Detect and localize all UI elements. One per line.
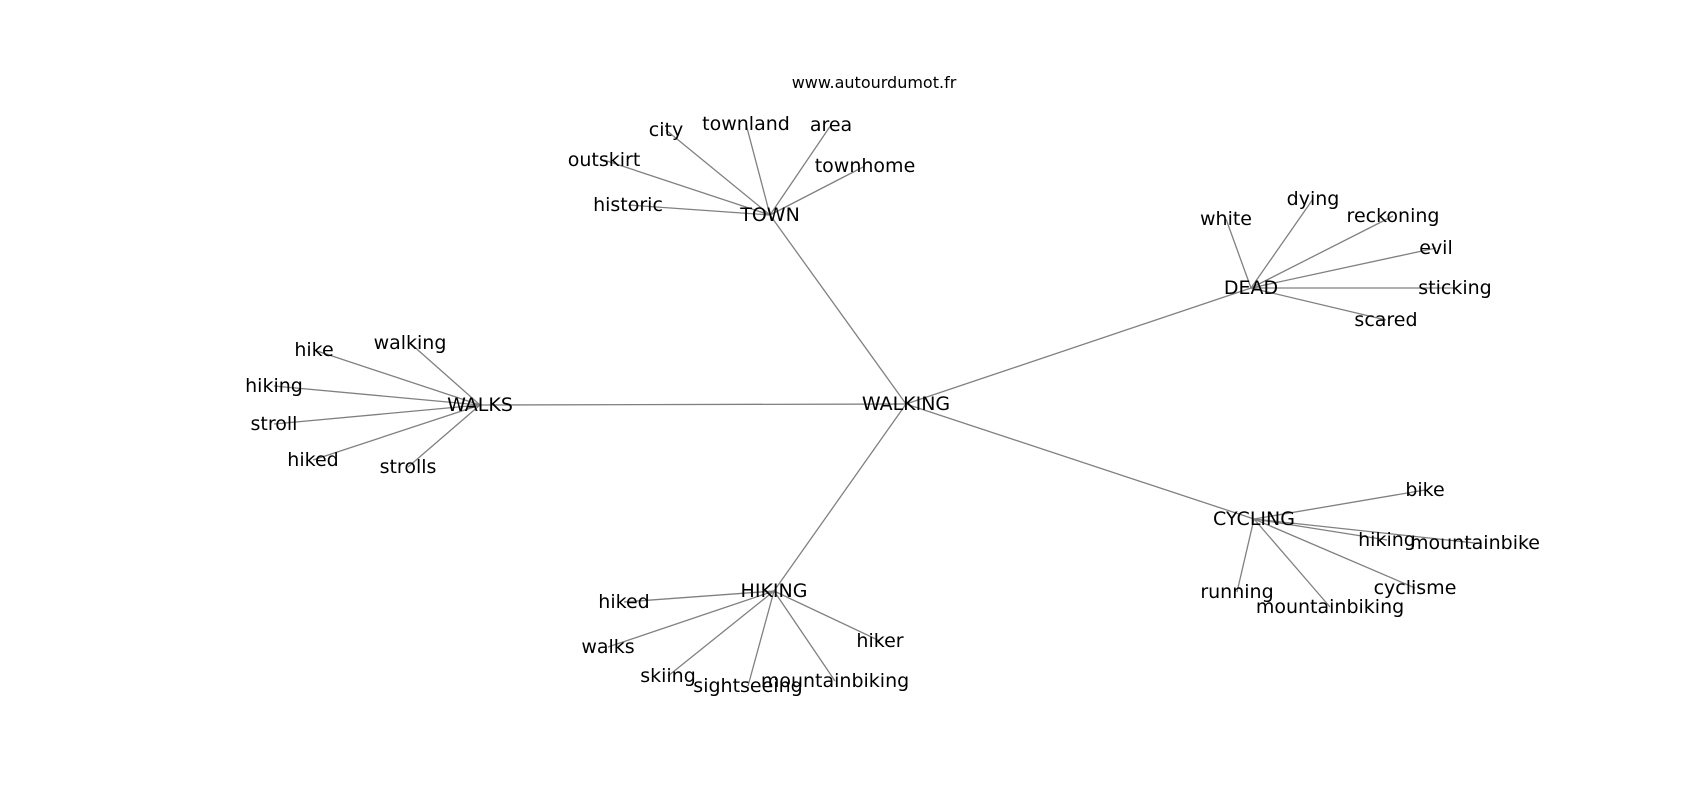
edge-walks-3 xyxy=(273,404,481,425)
edge-center-cycling xyxy=(905,403,1255,520)
word-node[interactable]: dying xyxy=(1287,188,1340,210)
edge-hiking-1 xyxy=(607,590,775,648)
edge-center-dead xyxy=(905,287,1252,405)
word-node[interactable]: cyclisme xyxy=(1374,577,1457,599)
edge-walks-0 xyxy=(313,349,481,406)
edge-dead-2 xyxy=(1250,215,1394,289)
hub-node-dead[interactable]: DEAD xyxy=(1224,277,1278,299)
edge-cycling-5 xyxy=(1236,518,1255,593)
edge-hiking-2 xyxy=(667,590,775,677)
word-node[interactable]: city xyxy=(649,119,683,141)
word-node[interactable]: sticking xyxy=(1418,277,1491,299)
edge-town-3 xyxy=(745,123,771,216)
word-node[interactable]: hiked xyxy=(287,449,338,471)
word-node[interactable]: historic xyxy=(593,194,663,216)
edge-cycling-3 xyxy=(1253,518,1416,589)
edge-center-walks xyxy=(479,403,907,406)
edges-layer xyxy=(273,123,1476,687)
word-node[interactable]: skiing xyxy=(640,665,696,687)
site-watermark: www.autourdumot.fr xyxy=(792,73,957,92)
word-node[interactable]: hiked xyxy=(598,591,649,613)
word-node[interactable]: area xyxy=(810,114,852,136)
word-node[interactable]: white xyxy=(1200,208,1252,230)
word-node[interactable]: sightseeing xyxy=(693,675,802,697)
word-node[interactable]: mountainbiking xyxy=(761,670,909,692)
word-node[interactable]: evil xyxy=(1419,237,1453,259)
edge-cycling-2 xyxy=(1253,518,1476,544)
edge-walks-5 xyxy=(407,404,481,468)
edge-dead-0 xyxy=(1225,218,1252,289)
edge-dead-3 xyxy=(1250,247,1437,289)
word-node[interactable]: scared xyxy=(1354,309,1417,331)
edge-walks-2 xyxy=(273,385,481,406)
word-node[interactable]: townland xyxy=(702,113,790,135)
word-node[interactable]: reckoning xyxy=(1347,205,1440,227)
edge-dead-1 xyxy=(1250,198,1314,289)
edge-hiking-3 xyxy=(747,590,775,687)
hub-node-cycling[interactable]: CYCLING xyxy=(1213,508,1295,530)
edge-center-town xyxy=(769,214,907,405)
edge-walks-1 xyxy=(409,342,481,406)
edge-town-1 xyxy=(603,159,771,216)
word-node[interactable]: walks xyxy=(581,636,634,658)
word-node[interactable]: walking xyxy=(374,332,447,354)
edge-walks-4 xyxy=(312,404,481,461)
word-node[interactable]: mountainbiking xyxy=(1256,596,1404,618)
edge-cycling-4 xyxy=(1253,518,1331,608)
edge-dead-5 xyxy=(1250,287,1387,321)
edge-town-4 xyxy=(769,124,832,216)
word-node[interactable]: bike xyxy=(1405,479,1444,501)
word-node[interactable]: strolls xyxy=(380,456,437,478)
edge-cycling-1 xyxy=(1253,518,1388,541)
edge-hiking-0 xyxy=(623,590,775,603)
word-node[interactable]: hiking xyxy=(1358,529,1416,551)
word-node[interactable]: hiking xyxy=(245,375,303,397)
edge-town-2 xyxy=(665,129,771,216)
edge-town-0 xyxy=(627,204,771,216)
word-node[interactable]: stroll xyxy=(251,413,298,435)
edge-cycling-0 xyxy=(1253,489,1426,520)
edge-hiking-4 xyxy=(773,590,836,682)
hub-node-hiking[interactable]: HIKING xyxy=(741,580,808,602)
center-node[interactable]: WALKING xyxy=(862,393,950,415)
word-node[interactable]: running xyxy=(1200,581,1273,603)
word-node[interactable]: mountainbike xyxy=(1410,532,1540,554)
edge-center-hiking xyxy=(773,403,907,592)
word-node[interactable]: hike xyxy=(294,339,333,361)
hub-node-town[interactable]: TOWN xyxy=(739,204,800,226)
word-node[interactable]: outskirt xyxy=(568,149,641,171)
hub-node-walks[interactable]: WALKS xyxy=(447,394,513,416)
edge-hiking-5 xyxy=(773,590,881,642)
word-node[interactable]: townhome xyxy=(815,155,916,177)
edge-town-5 xyxy=(769,165,866,216)
word-node[interactable]: hiker xyxy=(856,630,903,652)
labels-layer: www.autourdumot.fr WALKING TOWN historic ou… xyxy=(245,73,1540,697)
